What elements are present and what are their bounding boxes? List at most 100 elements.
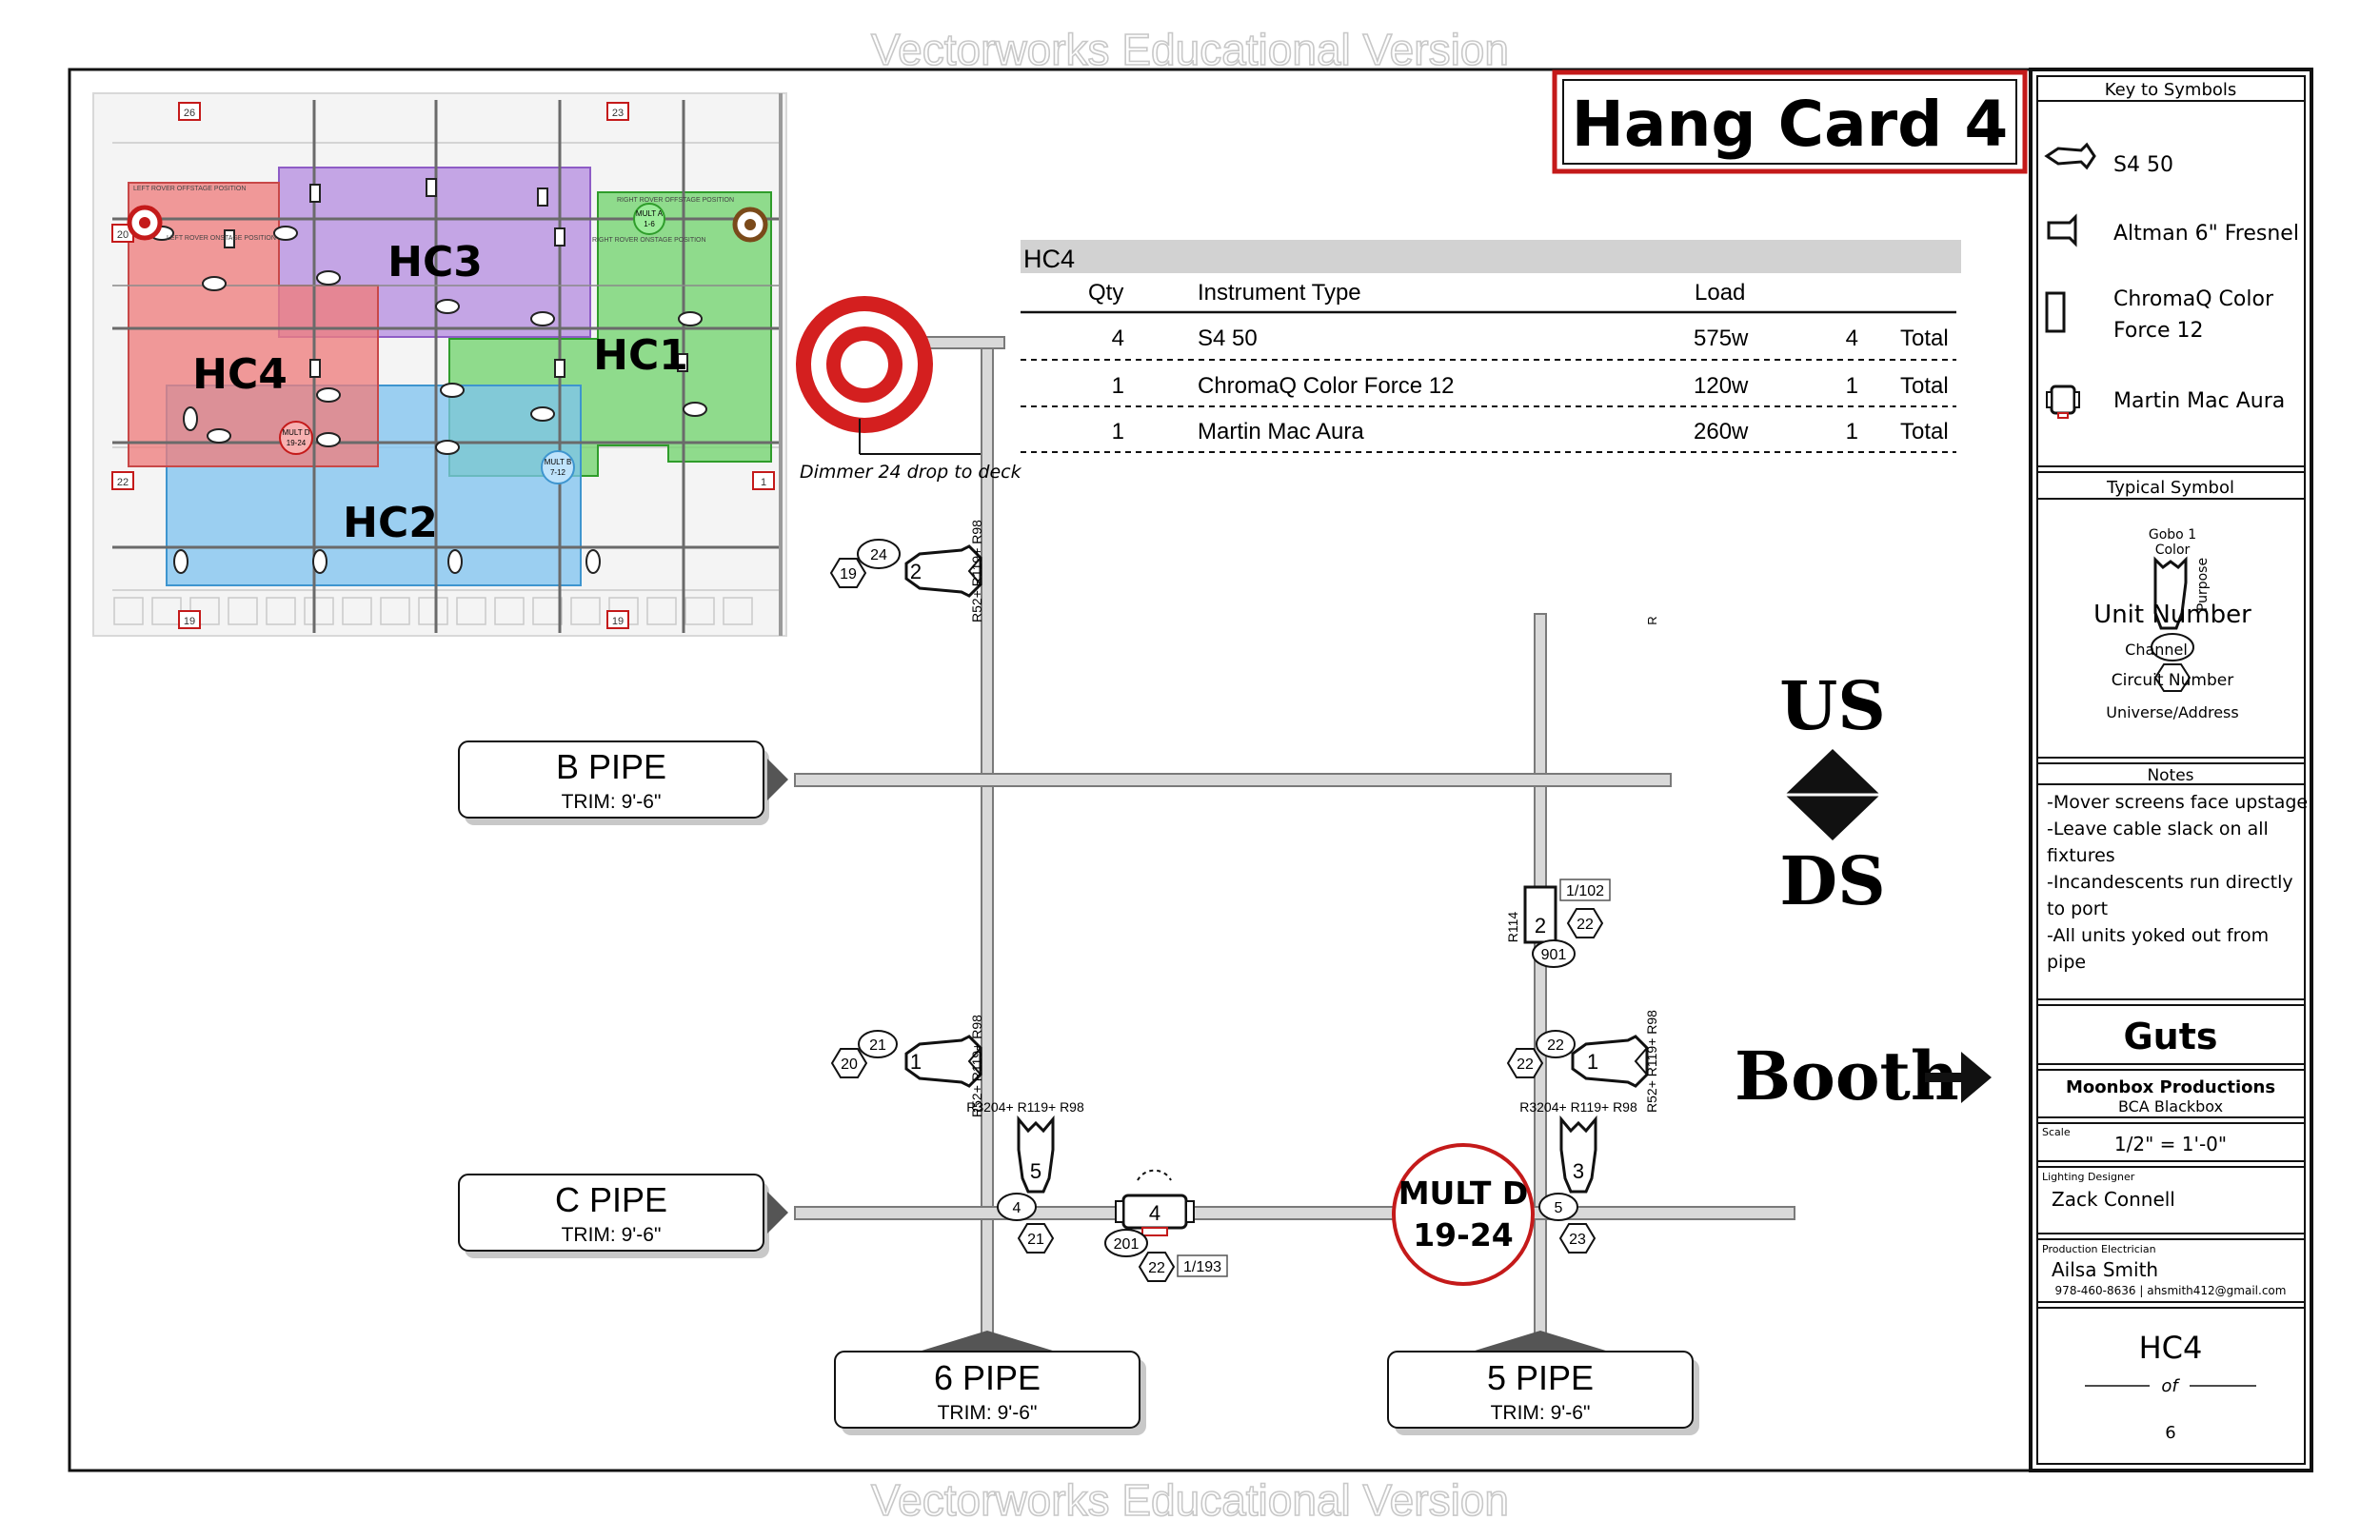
mac-aura-icon bbox=[2046, 385, 2080, 419]
pipe-trim: TRIM: 9'-6" bbox=[938, 1402, 1038, 1424]
minimap-number: 22 bbox=[117, 477, 129, 488]
dimmer-note: Dimmer 24 drop to deck bbox=[800, 462, 1022, 483]
note-line: -All units yoked out from bbox=[2047, 925, 2269, 946]
s4-50-icon bbox=[2044, 142, 2096, 170]
channel: 4 bbox=[1013, 1200, 1021, 1216]
minimap-number: 23 bbox=[612, 108, 624, 119]
row-count: 4 bbox=[1846, 326, 1858, 351]
instrument-six-top: 2 24 19 R52+ R119+ R98 bbox=[830, 520, 984, 622]
channel: 21 bbox=[869, 1037, 886, 1054]
instrument-five-chroma: 2 1/102 22 901 R114 bbox=[1505, 879, 1611, 968]
zone-label-hc4: HC4 bbox=[192, 350, 288, 399]
mult-a-range: 1-6 bbox=[644, 220, 655, 228]
note-line: -Leave cable slack on all bbox=[2047, 819, 2269, 839]
watermark-top: Vectorworks Educational Version bbox=[871, 25, 1509, 74]
circuit-number-label: Circuit Number bbox=[2112, 671, 2233, 690]
color-label: R52+ R119+ R98 bbox=[969, 1015, 984, 1117]
notes-heading: Notes bbox=[2147, 766, 2193, 785]
pipe-name: 6 PIPE bbox=[934, 1358, 1041, 1397]
note-line: -Incandescents run directly bbox=[2047, 872, 2293, 893]
schedule-heading: HC4 bbox=[1023, 245, 1075, 273]
dmx-address: 1/102 bbox=[1566, 883, 1604, 899]
dmx-address: 1/193 bbox=[1183, 1259, 1221, 1275]
upstage-label: US bbox=[1779, 666, 1886, 745]
instrument-mac-aura: 4 201 22 1/193 bbox=[1104, 1169, 1228, 1282]
mult-d-label: MULT D bbox=[1398, 1175, 1529, 1212]
row-qty: 1 bbox=[1112, 419, 1124, 444]
universe-address-label: Universe/Address bbox=[2106, 703, 2238, 721]
key-label: Force 12 bbox=[2113, 319, 2204, 343]
rover-label: RIGHT ROVER ONSTAGE POSITION bbox=[592, 237, 706, 244]
key-label: ChromaQ Color bbox=[2113, 287, 2274, 311]
key-to-symbols: Key to Symbols S4 50 Altman 6" Fresnel C… bbox=[2036, 75, 2306, 467]
col-load: Load bbox=[1695, 280, 1745, 306]
color-label: R114 bbox=[1505, 912, 1520, 943]
row-load: 120w bbox=[1694, 373, 1749, 399]
row-type: ChromaQ Color Force 12 bbox=[1198, 373, 1454, 399]
sheet-number: HC4 bbox=[2139, 1330, 2203, 1366]
row-qty: 1 bbox=[1112, 373, 1124, 399]
circuit: 22 bbox=[1148, 1260, 1165, 1276]
instrument-six-low: R3204+ R119+ R98 5 4 21 bbox=[966, 1099, 1084, 1254]
downstage-label: DS bbox=[1779, 841, 1885, 920]
light-plot-minimap: 26 23 20 22 1 19 19 MULT A 1-6 MULT B 7-… bbox=[92, 92, 787, 637]
channel: 5 bbox=[1555, 1200, 1563, 1216]
pipe-label-5: 5 PIPE TRIM: 9'-6" bbox=[1387, 1331, 1699, 1435]
pipe-name: 5 PIPE bbox=[1487, 1358, 1594, 1397]
circuit: 19 bbox=[840, 566, 857, 582]
notes-panel: Notes -Mover screens face upstage -Leave… bbox=[2036, 762, 2308, 1000]
pipe-label-6: 6 PIPE TRIM: 9'-6" bbox=[834, 1331, 1146, 1435]
color-label: R3204+ R119+ R98 bbox=[966, 1099, 1084, 1115]
electrician-contact: 978-460-8636 | ahsmith412@gmail.com bbox=[2055, 1284, 2287, 1297]
fresnel-icon bbox=[2047, 213, 2077, 247]
pipe-name: B PIPE bbox=[556, 747, 666, 786]
channel: 901 bbox=[1541, 947, 1567, 963]
col-type: Instrument Type bbox=[1198, 280, 1361, 306]
col-qty: Qty bbox=[1088, 280, 1123, 306]
five-pipe-r-label: R bbox=[1645, 616, 1659, 624]
zone-label-hc3: HC3 bbox=[387, 238, 483, 286]
electrician-label: Production Electrician bbox=[2042, 1243, 2156, 1255]
minimap-number: 19 bbox=[184, 616, 195, 627]
circuit: 21 bbox=[1027, 1232, 1044, 1248]
booth-arrow-icon bbox=[1925, 1052, 1992, 1103]
circuit: 22 bbox=[1517, 1056, 1534, 1073]
pipe-label-b: B PIPE TRIM: 9'-6" bbox=[458, 740, 788, 825]
booth-label: Booth bbox=[1735, 1037, 1959, 1116]
unit-number-label: Unit Number bbox=[2093, 601, 2251, 629]
unit-number: 5 bbox=[1030, 1159, 1041, 1183]
unit-number: 4 bbox=[1149, 1201, 1160, 1225]
pipe-label-c: C PIPE TRIM: 9'-6" bbox=[458, 1174, 788, 1258]
chromaq-icon bbox=[2045, 291, 2066, 333]
gobo-label: Gobo 1 bbox=[2149, 527, 2196, 543]
pipe-name: C PIPE bbox=[555, 1180, 667, 1219]
color-label: R3204+ R119+ R98 bbox=[1519, 1099, 1637, 1115]
instrument-six-mid: 1 21 20 R52+ R119+ R98 bbox=[831, 1015, 984, 1117]
note-line: fixtures bbox=[2047, 845, 2115, 866]
page-title: Hang Card 4 bbox=[1572, 88, 2009, 161]
note-line: -Mover screens face upstage bbox=[2047, 792, 2308, 813]
key-label: S4 50 bbox=[2113, 153, 2173, 177]
mult-d-mini-label: MULT D bbox=[282, 428, 309, 437]
scale-label: Scale bbox=[2042, 1126, 2071, 1138]
pipe-trim: TRIM: 9'-6" bbox=[562, 791, 662, 813]
row-type: Martin Mac Aura bbox=[1198, 419, 1364, 444]
row-total: Total bbox=[1900, 373, 1949, 399]
mult-d-mini-range: 19-24 bbox=[287, 439, 307, 447]
mult-a-label: MULT A bbox=[636, 209, 664, 218]
designer-name: Zack Connell bbox=[2052, 1188, 2175, 1211]
instrument-five-low: R3204+ R119+ R98 3 5 23 bbox=[1519, 1099, 1637, 1254]
circuit: 20 bbox=[841, 1056, 858, 1073]
key-label: Altman 6" Fresnel bbox=[2113, 222, 2299, 246]
row-load: 575w bbox=[1694, 326, 1749, 351]
note-line: to port bbox=[2047, 898, 2108, 919]
pipe-trim: TRIM: 9'-6" bbox=[562, 1224, 662, 1246]
zone-label-hc2: HC2 bbox=[343, 499, 438, 547]
scale-value: 1/2" = 1'-0" bbox=[2114, 1133, 2227, 1155]
unit-number: 2 bbox=[910, 560, 922, 583]
key-heading: Key to Symbols bbox=[2105, 80, 2237, 100]
zone-label-hc1: HC1 bbox=[593, 331, 688, 380]
purpose-label: Purpose bbox=[2195, 558, 2211, 611]
unit-number: 2 bbox=[1535, 914, 1546, 938]
